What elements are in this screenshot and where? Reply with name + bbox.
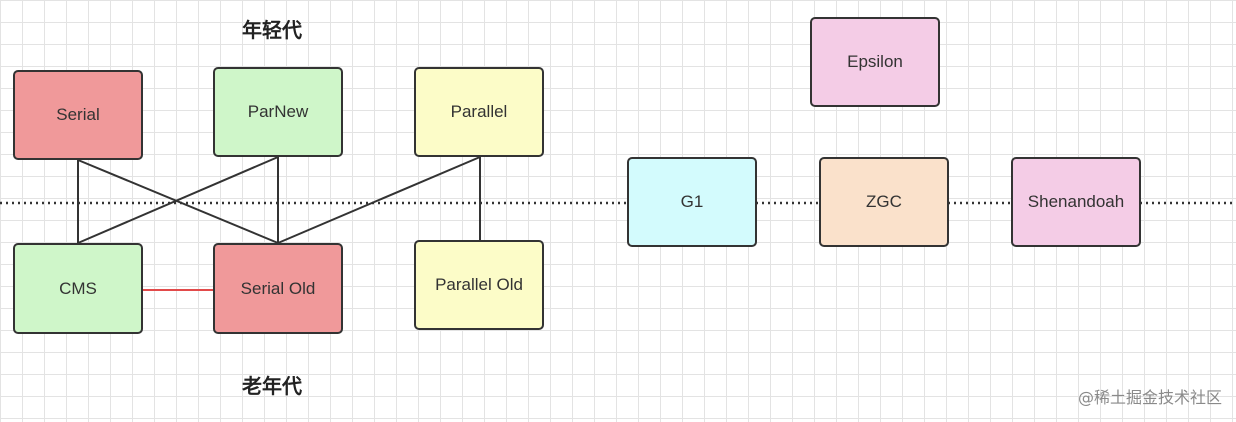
node-parallel[interactable]: Parallel	[414, 67, 544, 157]
node-serial-old[interactable]: Serial Old	[213, 243, 343, 334]
edge-serial-serial-old	[77, 159, 279, 244]
node-serial[interactable]: Serial	[13, 70, 143, 160]
node-parnew[interactable]: ParNew	[213, 67, 343, 157]
old-generation-heading: 老年代	[242, 374, 302, 398]
node-zgc[interactable]: ZGC	[819, 157, 949, 247]
node-shenandoah[interactable]: Shenandoah	[1011, 157, 1141, 247]
node-cms[interactable]: CMS	[13, 243, 143, 334]
node-g1[interactable]: G1	[627, 157, 757, 247]
edge-parallel-serial-old	[277, 156, 481, 244]
watermark-text: @稀土掘金技术社区	[1077, 388, 1222, 407]
edge-parnew-cms	[77, 156, 279, 244]
node-parallel-old[interactable]: Parallel Old	[414, 240, 544, 330]
young-generation-heading: 年轻代	[242, 18, 302, 42]
node-epsilon[interactable]: Epsilon	[810, 17, 940, 107]
